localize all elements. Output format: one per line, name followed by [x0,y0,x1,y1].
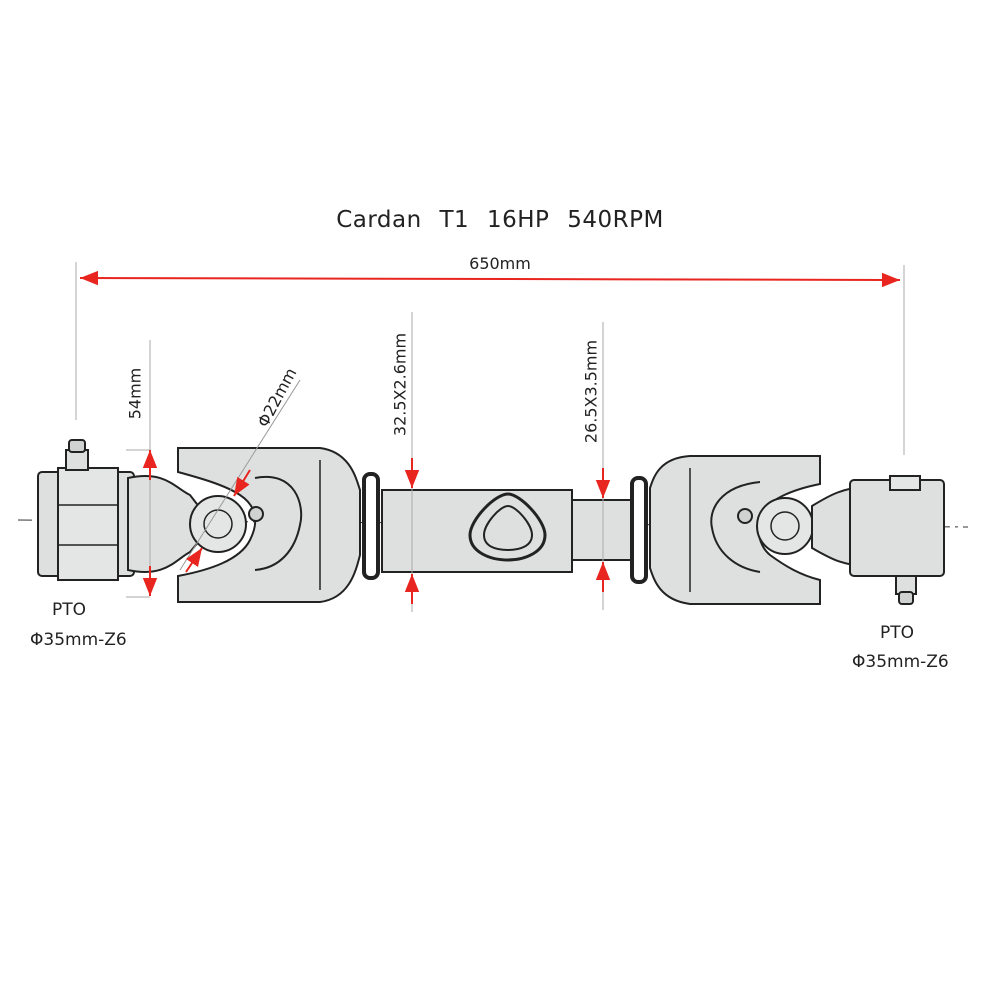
left-pto-label: PTO [52,600,87,620]
yoke-height-label: 54mm [125,367,145,420]
overall-length-dimension [75,262,905,455]
right-yoke [649,455,871,605]
yoke-height-dimension [126,340,158,598]
outer-tube-label: 32.5X2.6mm [390,332,410,437]
right-pto-label: PTO [880,623,915,643]
diagram-title: Cardan T1 16HP 540RPM [336,207,664,233]
inner-tube [571,499,633,561]
overall-length-label: 650mm [469,254,531,273]
right-seal-ring [630,476,648,584]
right-pto-spec: Φ35mm-Z6 [852,652,949,672]
cross-bearing-dimension [179,379,301,573]
inner-tube-label: 26.5X3.5mm [581,339,601,444]
right-pto-hub [849,475,945,605]
triangular-profile-icon [468,492,547,562]
left-seal-ring [362,472,380,580]
outer-tube [381,489,573,573]
left-yoke [127,447,361,603]
left-pto-hub [37,439,135,581]
left-pto-spec: Φ35mm-Z6 [30,630,127,650]
